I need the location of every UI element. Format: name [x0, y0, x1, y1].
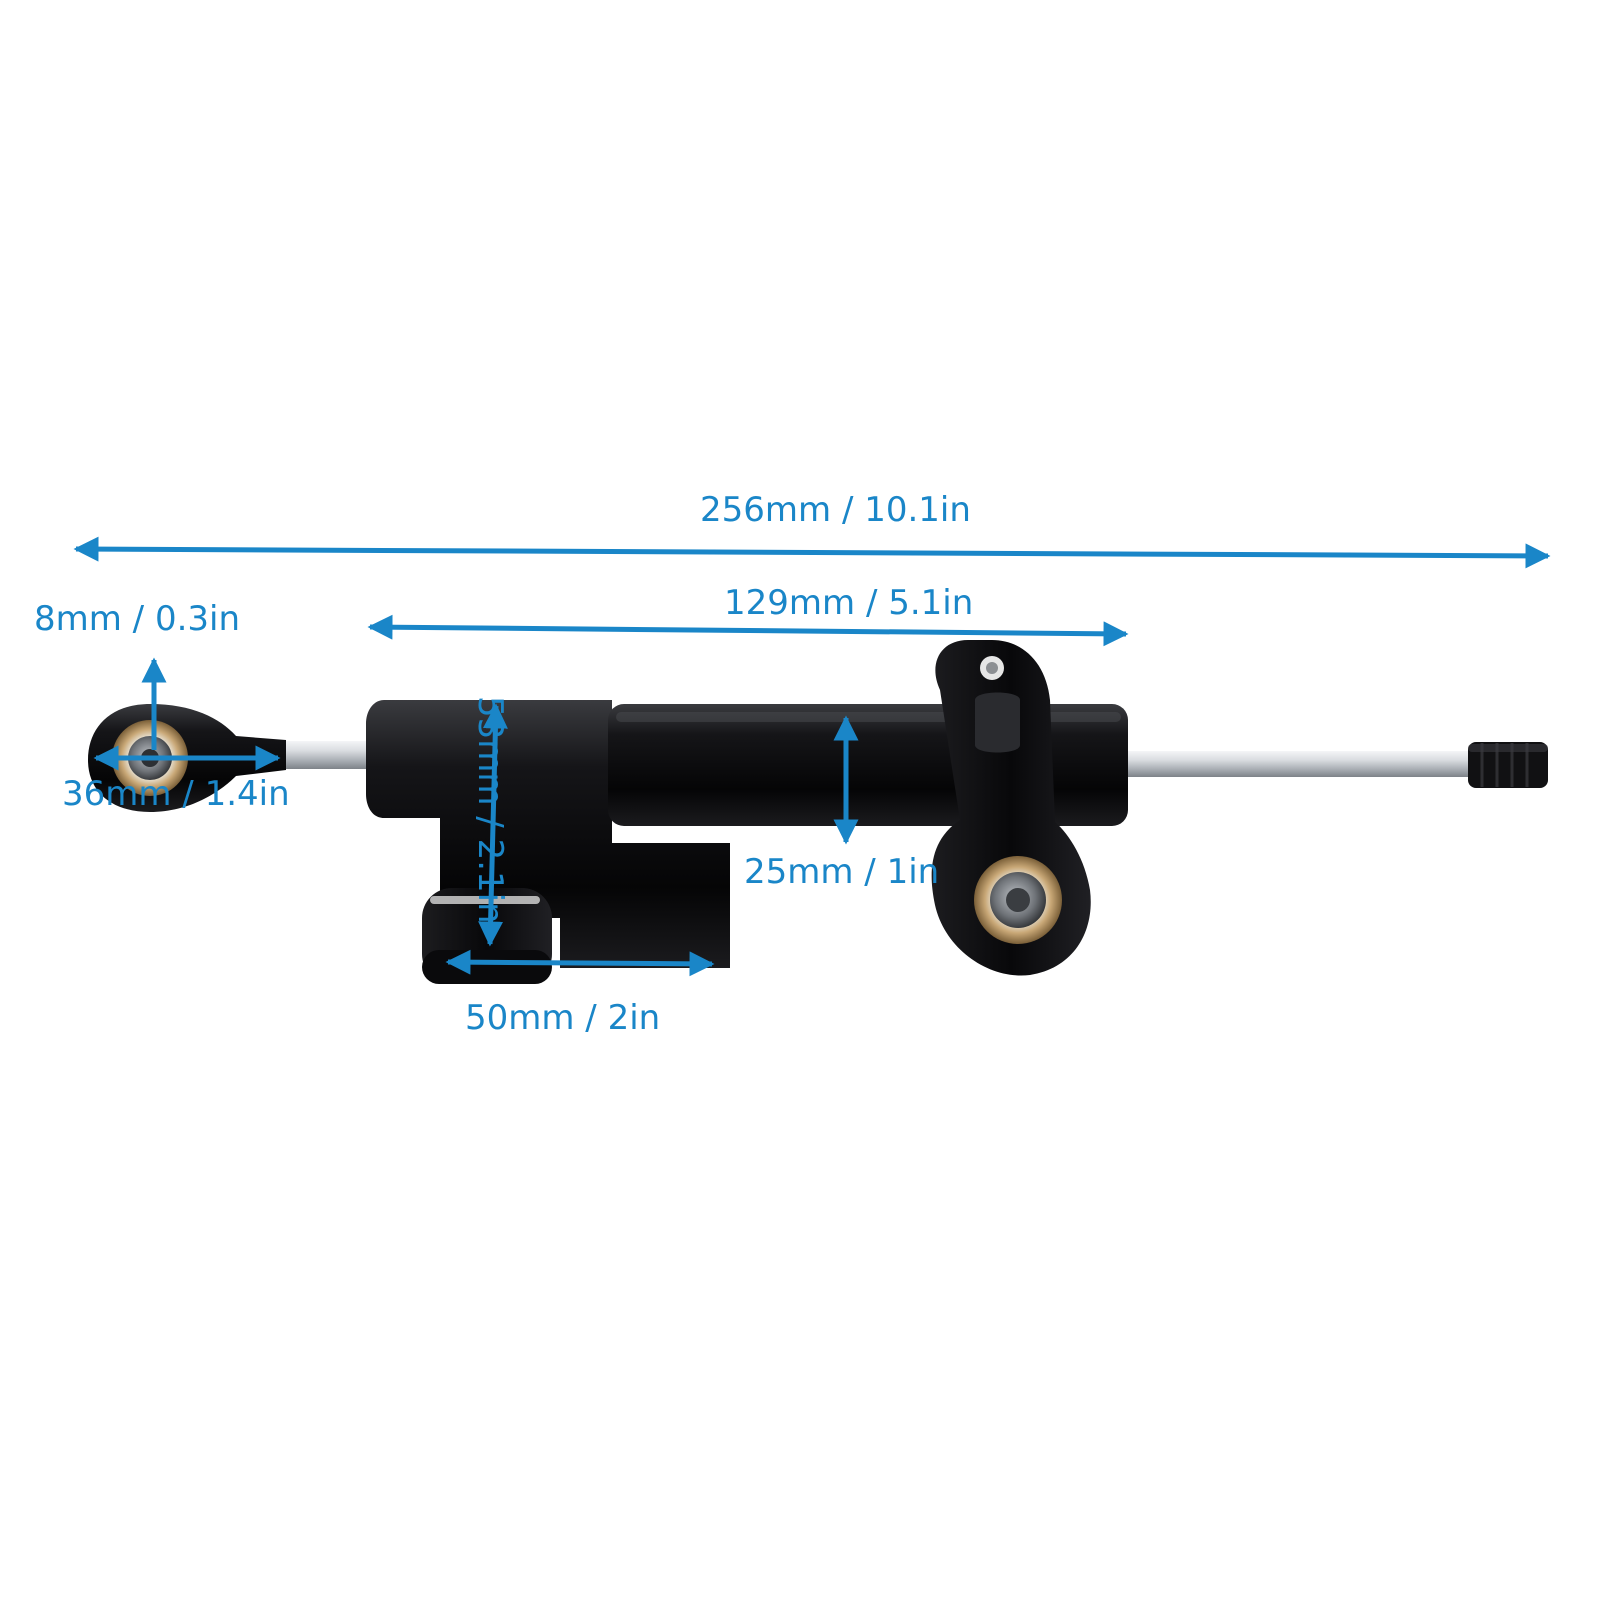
- eye-width-label: 36mm / 1.4in: [62, 774, 290, 814]
- eye-thickness-label: 8mm / 0.3in: [34, 599, 241, 639]
- rubber-end-cap: [1468, 742, 1548, 788]
- right-piston-rod: [1120, 751, 1472, 777]
- overall-length-arrow: [73, 536, 1551, 569]
- damper-assembly: [88, 640, 1548, 984]
- left-piston-rod: [276, 741, 371, 769]
- mounting-bracket: [931, 640, 1091, 976]
- body-height-label: 53mm / 2.1in: [470, 696, 510, 924]
- reservoir-length-arrow: [445, 949, 715, 977]
- reservoir-length-label: 50mm / 2in: [465, 998, 661, 1038]
- body-length-label: 129mm / 5.1in: [724, 583, 974, 623]
- dimension-annotations: [73, 536, 1551, 977]
- body-height-arrow: [478, 703, 508, 947]
- body-length-arrow: [367, 614, 1129, 647]
- cylinder-diameter-label: 25mm / 1in: [744, 852, 940, 892]
- overall-length-label: 256mm / 10.1in: [700, 490, 971, 530]
